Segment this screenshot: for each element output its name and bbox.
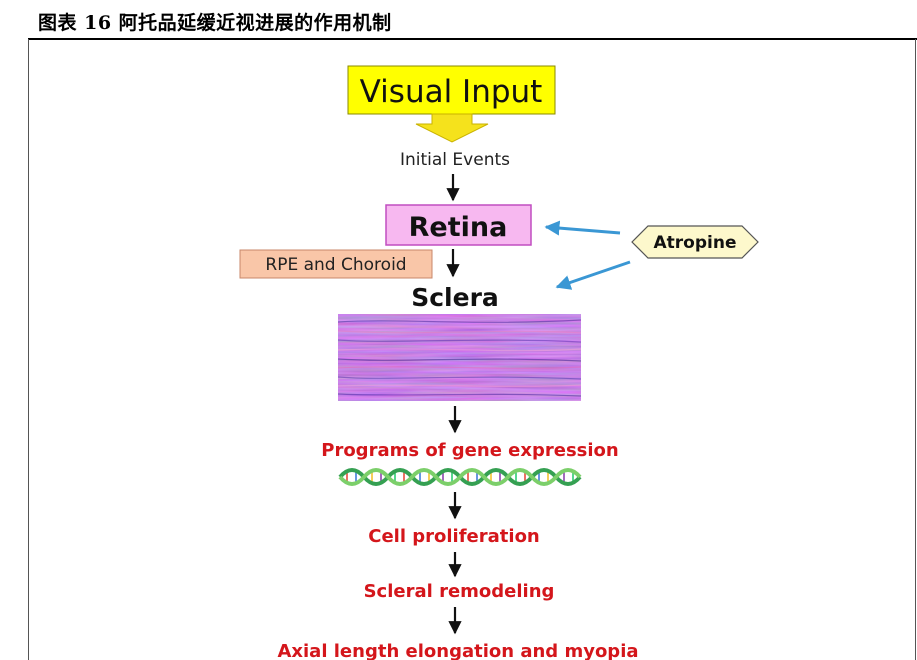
figure-title: 图表 16 阿托品延缓近视进展的作用机制 <box>38 12 392 34</box>
frame-right-border <box>915 39 916 660</box>
retina-box <box>385 204 532 246</box>
scleral-remodeling-label: Scleral remodeling <box>364 581 555 602</box>
gene-expression-label: Programs of gene expression <box>321 440 619 461</box>
rpe-choroid-label: RPE and Choroid <box>265 255 406 275</box>
title-rule <box>28 38 917 40</box>
visual-input-label: Visual Input <box>360 74 543 110</box>
frame-left-border <box>28 39 29 660</box>
axial-elongation-label: Axial length elongation and myopia <box>277 641 638 660</box>
visual-input-box <box>347 65 556 115</box>
rpe-choroid-box <box>239 249 433 279</box>
sclera-tissue-image <box>337 314 582 401</box>
cell-proliferation-label: Cell proliferation <box>368 526 540 547</box>
atropine-hexagon <box>631 225 759 259</box>
sclera-label: Sclera <box>411 283 499 312</box>
visual-input-arrow <box>415 113 489 143</box>
initial-events-label: Initial Events <box>400 150 510 170</box>
atropine-label: Atropine <box>654 233 737 253</box>
dna-helix-icon <box>338 468 582 486</box>
retina-label: Retina <box>409 212 508 243</box>
atropine-to-retina-arrow <box>544 220 621 236</box>
atropine-to-sclera-arrow <box>555 260 631 290</box>
